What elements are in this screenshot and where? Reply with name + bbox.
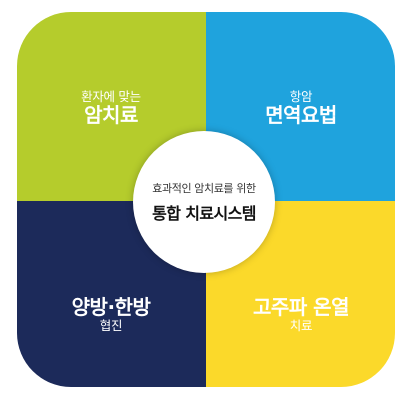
quadrant-bottom-left-title: 양방·한방 <box>71 295 151 319</box>
quadrant-bottom-right: 고주파 온열 치료 <box>206 201 395 387</box>
quadrant-top-right-subtitle: 항암 <box>289 89 313 104</box>
center-title: 통합 치료시스템 <box>152 204 256 223</box>
quadrant-top-left: 환자에 맞는 암치료 <box>17 12 206 201</box>
quadrant-top-right-label: 항암 면역요법 <box>221 89 381 128</box>
quadrant-bottom-right-subtitle: 치료 <box>289 318 313 333</box>
quadrant-bottom-left-subtitle: 협진 <box>99 318 123 333</box>
quadrant-top-right-title: 면역요법 <box>265 103 337 128</box>
center-circle: 효과적인 암치료를 위한 통합 치료시스템 <box>133 131 275 273</box>
quadrant-frame: 환자에 맞는 암치료 항암 면역요법 양방·한방 협진 고주파 온열 치료 <box>17 12 395 387</box>
quadrant-top-left-label: 환자에 맞는 암치료 <box>31 89 191 128</box>
quadrant-bottom-left-label: 양방·한방 협진 <box>31 296 191 333</box>
quadrant-bottom-right-title: 고주파 온열 <box>253 295 349 319</box>
quadrant-top-left-title: 암치료 <box>84 103 138 128</box>
quadrant-top-right: 항암 면역요법 <box>206 12 395 201</box>
quadrant-top-left-subtitle: 환자에 맞는 <box>81 89 141 104</box>
center-subtitle: 효과적인 암치료를 위한 <box>152 182 256 195</box>
quadrant-bottom-right-label: 고주파 온열 치료 <box>221 296 381 333</box>
